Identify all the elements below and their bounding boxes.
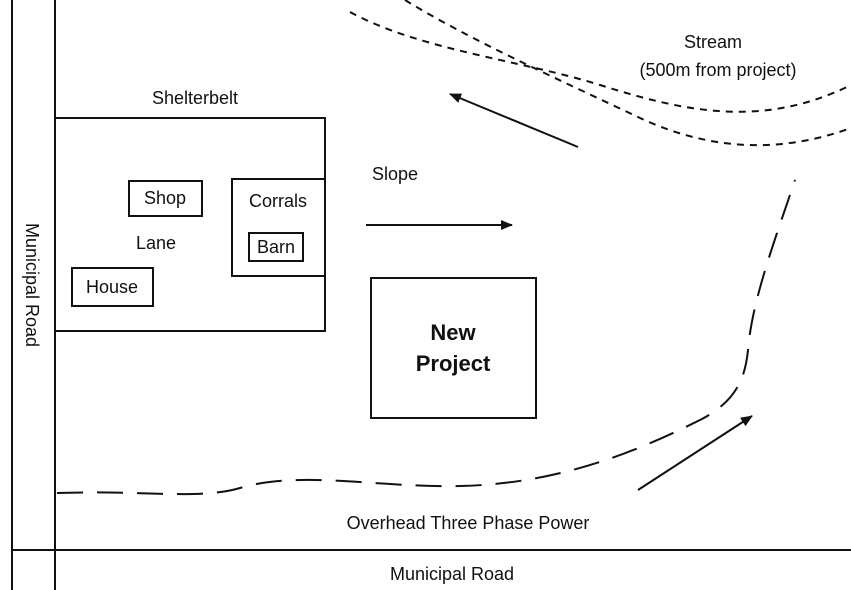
new-project-label-line1: New <box>430 320 476 345</box>
shelterbelt-label: Shelterbelt <box>152 88 238 108</box>
road-bottom-label: Municipal Road <box>390 564 514 584</box>
power-line-dashed <box>56 179 796 496</box>
new-project-label-line2: Project <box>416 351 491 376</box>
road-left-label: Municipal Road <box>22 223 42 347</box>
slope-label: Slope <box>372 164 418 184</box>
corrals-label: Corrals <box>249 191 307 211</box>
shop-box <box>128 180 203 217</box>
stream-line-upper <box>349 11 851 113</box>
power-pointer-arrow <box>637 415 753 491</box>
house-box <box>71 267 154 307</box>
stream-flow-arrow <box>449 93 579 148</box>
power-label: Overhead Three Phase Power <box>347 513 590 533</box>
house-label: House <box>86 277 138 297</box>
barn-label: Barn <box>257 237 295 257</box>
stream-label-line1: Stream <box>684 32 742 52</box>
corrals-box <box>231 178 326 277</box>
new-project-box <box>370 277 537 419</box>
barn-box <box>248 232 304 262</box>
shelterbelt-box <box>54 117 326 332</box>
shop-label: Shop <box>144 188 186 208</box>
stream-label-line2: (500m from project) <box>639 60 796 80</box>
lane-label: Lane <box>136 233 176 253</box>
stream-line-lower <box>404 0 851 147</box>
